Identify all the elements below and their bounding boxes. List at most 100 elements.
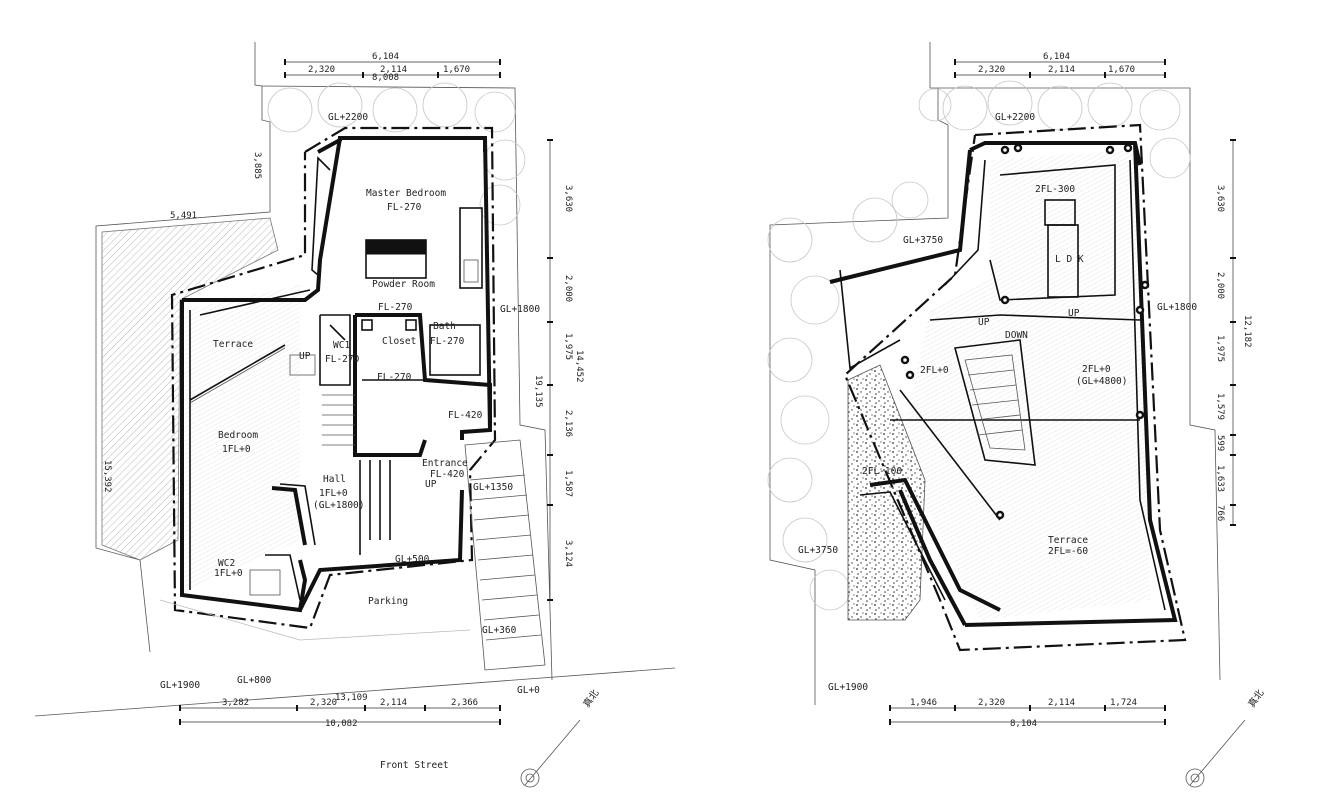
p1-dim-right-2: 2,000 <box>563 275 573 302</box>
p2-fl0b-label: 2FL+0 <box>1082 364 1111 375</box>
p2-level-gl2200: GL+2200 <box>995 112 1035 123</box>
p2-dim-right-6: 1,633 <box>1215 465 1225 492</box>
front-street-label: Front Street <box>380 760 449 771</box>
p2-dim-right-3: 1,975 <box>1215 335 1225 362</box>
p2-dim-right-4: 1,579 <box>1215 393 1225 420</box>
north-arrow-icon-1: 真北 <box>520 687 602 788</box>
p1-dim-right-4: 2,136 <box>563 410 573 437</box>
p1-dim-right-5: 1,587 <box>563 470 573 497</box>
p2-dim-right-2: 2,000 <box>1215 272 1225 299</box>
p1-up-label-1: UP <box>299 351 311 362</box>
p2-fl0a-label: 2FL+0 <box>920 365 949 376</box>
p2-down-label: DOWN <box>1005 330 1028 341</box>
p2-dim-top-total: 6,104 <box>1043 52 1070 62</box>
p1-dim-top-a: 2,320 <box>308 65 335 75</box>
p1-level-gl800: GL+800 <box>237 675 272 686</box>
p2-up-label-2: UP <box>1068 308 1080 319</box>
p2-level-gl1800: GL+1800 <box>1157 302 1197 313</box>
p2-dim-bottom-total: 8,104 <box>1010 719 1037 729</box>
p1-dim-top-sub: 8,008 <box>372 73 399 83</box>
p1-bath-label: Bath <box>433 321 456 332</box>
north-arrow-icon-2: 真北 <box>1185 687 1267 788</box>
p1-hall-gl: (GL+1800) <box>313 500 364 511</box>
p1-level-gl1800: GL+1800 <box>500 304 540 315</box>
p1-dim-right-7: 19,135 <box>533 375 543 408</box>
p2-up-label-1: UP <box>978 317 990 328</box>
p2-fl0b-gl: (GL+4800) <box>1076 376 1127 387</box>
p1-level-gl2200: GL+2200 <box>328 112 368 123</box>
plan-2: 6,104 2,320 2,114 1,670 3,630 2,000 1,97… <box>767 42 1267 788</box>
posts <box>900 143 1150 520</box>
p1-dim-left-3: 15,392 <box>102 460 112 493</box>
p1-hall-level: 1FL+0 <box>319 488 348 499</box>
p1-dim-top-total: 6,104 <box>372 52 399 62</box>
p2-fl100-label: 2FL-100 <box>862 466 902 477</box>
p1-dim-right-3: 1,975 <box>563 333 573 360</box>
p2-dim-top-c: 1,670 <box>1108 65 1135 75</box>
p1-bath-level: FL-270 <box>430 336 465 347</box>
p2-level-gl3750a: GL+3750 <box>903 235 943 246</box>
p2-level-gl1900: GL+1900 <box>828 682 868 693</box>
p2-dim-bottom-c: 2,114 <box>1048 698 1075 708</box>
p1-dim-right-1: 3,630 <box>563 185 573 212</box>
p1-entrance-label: Entrance <box>422 458 468 469</box>
p2-dim-top-a: 2,320 <box>978 65 1005 75</box>
p1-wc2-level: 1FL+0 <box>214 568 243 579</box>
p1-dim-bottom-a: 3,282 <box>222 698 249 708</box>
p2-dim-bottom-d: 1,724 <box>1110 698 1137 708</box>
p1-closet-label: Closet <box>382 336 416 347</box>
p1-parking-label: Parking <box>368 596 408 607</box>
p1-fl270-label: FL-270 <box>378 302 413 313</box>
p1-hall-label: Hall <box>323 474 346 485</box>
north-label-2: 真北 <box>1246 687 1267 710</box>
p2-terrace-level: 2FL=-60 <box>1048 546 1088 557</box>
p1-dim-top-b: 2,114 <box>380 65 407 75</box>
p2-dim-top-b: 2,114 <box>1048 65 1075 75</box>
stair-2 <box>469 474 542 641</box>
north-label-1: 真北 <box>581 687 602 710</box>
p2-dim-bottom-b: 2,320 <box>978 698 1005 708</box>
p2-dim-right-1: 3,630 <box>1215 185 1225 212</box>
p1-bedroom-level: 1FL+0 <box>222 444 251 455</box>
p2-dim-bottom-a: 1,946 <box>910 698 937 708</box>
p1-level-gl360: GL+360 <box>482 625 517 636</box>
p1-master-bedroom-level: FL-270 <box>387 202 422 213</box>
p2-ldk-label: L D K <box>1055 254 1084 265</box>
p1-dim-left-2: 5,491 <box>170 211 197 221</box>
p1-dim-left-1: 3,885 <box>252 152 262 179</box>
p2-dim-right-8: 12,182 <box>1242 315 1252 348</box>
p1-terrace-label: Terrace <box>213 339 253 350</box>
p2-terrace-label: Terrace <box>1048 535 1088 546</box>
plan-1: 6,104 2,320 2,114 1,670 8,008 3,885 5,49… <box>34 42 676 788</box>
p2-level-gl3750b: GL+3750 <box>798 545 838 556</box>
p1-wc1-label: WC1 <box>333 340 350 351</box>
p2-fl300-label: 2FL-300 <box>1035 184 1075 195</box>
p1-dim-bottom-c: 2,114 <box>380 698 407 708</box>
p1-closet-level: FL-270 <box>377 372 412 383</box>
p1-dim-bottom-total: 10,082 <box>325 719 358 729</box>
p1-wc1-level: FL-270 <box>325 354 360 365</box>
p1-bedroom-label: Bedroom <box>218 430 258 441</box>
p1-up-label-2: UP <box>425 479 437 490</box>
p1-dim-bottom-d: 2,366 <box>451 698 478 708</box>
p1-level-gl1900: GL+1900 <box>160 680 200 691</box>
tree-symbols <box>267 82 526 226</box>
p1-wc2-label: WC2 <box>218 558 235 569</box>
stair-core-2 <box>953 339 1036 466</box>
p1-level-gl0: GL+0 <box>517 685 540 696</box>
p2-dim-right-5: 599 <box>1215 435 1225 451</box>
p1-dim-bottom-sub: 13,109 <box>335 693 368 703</box>
p1-level-gl1350: GL+1350 <box>473 482 513 493</box>
p2-dim-right-7: 766 <box>1215 505 1225 521</box>
p1-powder-room-label: Powder Room <box>372 279 435 290</box>
p1-entrance-level: FL-420 <box>430 469 465 480</box>
p1-master-bedroom-label: Master Bedroom <box>366 188 446 199</box>
p1-level-gl500: GL+500 <box>395 554 430 565</box>
p1-dim-right-8: 14,452 <box>574 350 584 383</box>
left-terrace-hatch <box>101 217 279 561</box>
p1-fl420-label: FL-420 <box>448 410 483 421</box>
stair-1 <box>289 354 355 446</box>
p1-dim-right-6: 3,124 <box>563 540 573 567</box>
p1-dim-top-c: 1,670 <box>443 65 470 75</box>
